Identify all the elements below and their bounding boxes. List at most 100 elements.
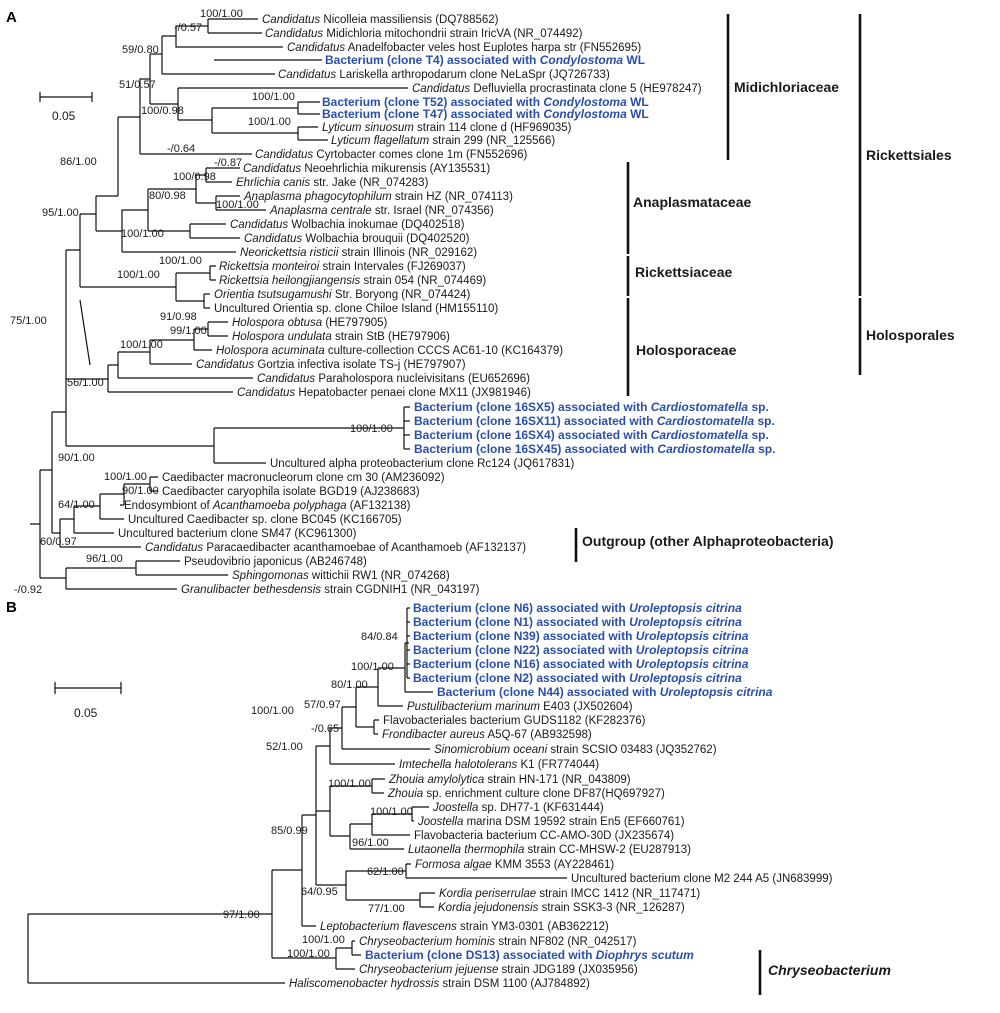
taxon-label-part: Hepatobacter penaei clone MX11 (JX981946… [295, 387, 531, 399]
highlighted-taxon-label: Bacterium (clone N22) associated with Ur… [413, 643, 749, 657]
taxon-label-part: strain SCSIO 03483 (JQ352762) [547, 744, 717, 756]
taxon-label: Holospora acuminata culture-collection C… [216, 345, 563, 357]
taxon-label-part: Candidatus [243, 163, 301, 175]
taxon-label-part: Bacterium (clone T52) associated with [322, 95, 543, 109]
support-value: 100/1.00 [287, 948, 330, 960]
taxon-label-part: Kordia periserrulae [439, 888, 536, 900]
taxon-label: Kordia periserrulae strain IMCC 1412 (NR… [439, 888, 700, 900]
taxon-label: Joostella marina DSM 19592 strain En5 (E… [417, 816, 685, 828]
scale-bar-a: 0.05 [39, 92, 93, 123]
taxon-label-part: Chryseobacterium jejuense [359, 964, 498, 976]
taxon-label-part: Pustulibacterium marinum [407, 701, 540, 713]
support-value: 100/1.00 [120, 339, 163, 351]
support-value: 59/0.80 [122, 44, 159, 56]
taxon-label-part: sp. enrichment culture clone DF87(HQ6979… [423, 788, 665, 800]
support-value: 91/0.98 [160, 311, 197, 323]
taxon-label: Rickettsia monteiroi strain Intervales (… [219, 261, 466, 273]
support-value: 64/1.00 [58, 499, 95, 511]
support-value: -/0.92 [14, 584, 42, 596]
taxon-label-part: Cardiostomatella [657, 442, 755, 456]
taxon-label: Candidatus Lariskella arthropodarum clon… [278, 69, 610, 81]
taxon-label: Holospora obtusa (HE797905) [232, 317, 388, 329]
taxon-label-part: Candidatus [244, 233, 302, 245]
taxon-label-part: Uncultured Orientia sp. clone Chiloe Isl… [214, 303, 498, 315]
support-value: 77/1.00 [368, 903, 405, 915]
taxon-label-part: sp. [754, 414, 775, 428]
taxon-label-part: Pseudovibrio japonicus (AB246748) [184, 556, 367, 568]
taxon-label-part: Wolbachia brouquii (DQ402520) [302, 233, 469, 245]
taxon-label-part: strain CC-MHSW-2 (EU287913) [524, 844, 691, 856]
taxon-label-part: Sphingomonas [232, 570, 309, 582]
taxon-label-part: A5Q-67 (AB932598) [485, 729, 592, 741]
taxon-label-part: sp. [755, 442, 776, 456]
taxon-label-part: Neoehrlichia mikurensis (AY135531) [301, 163, 490, 175]
taxon-label-part: Nicolleia massiliensis (DQ788562) [320, 14, 498, 26]
taxon-label: Zhouia amylolytica strain HN-171 (NR_043… [388, 774, 631, 786]
taxon-label-part: Bacterium (clone N44) associated with [437, 685, 660, 699]
support-value: 100/1.00 [350, 423, 393, 435]
highlighted-taxon-label: Bacterium (clone T52) associated with Co… [322, 95, 649, 109]
taxon-label: Pustulibacterium marinum E403 (JX502604) [407, 701, 633, 713]
support-value: 52/1.00 [266, 741, 303, 753]
taxon-label: Uncultured Orientia sp. clone Chiloe Isl… [214, 303, 498, 315]
highlighted-taxon-label: Bacterium (clone 16SX5) associated with … [414, 400, 769, 414]
support-value: 100/1.00 [104, 471, 147, 483]
taxon-label-part: Bacterium (clone N2) associated with [413, 671, 629, 685]
taxon-label: Uncultured alpha proteobacterium clone R… [270, 458, 574, 470]
taxon-label: Caedibacter caryophila isolate BGD19 (AJ… [162, 486, 420, 498]
support-value: -/0.64 [167, 143, 195, 155]
highlighted-taxon-label: Bacterium (clone N1) associated with Uro… [413, 615, 742, 629]
support-value: 86/1.00 [60, 156, 97, 168]
highlighted-taxon-label: Bacterium (clone T47) associated with Co… [322, 107, 649, 121]
taxon-label-part: Uncultured alpha proteobacterium clone R… [270, 458, 574, 470]
taxon-label: Candidatus Hepatobacter penaei clone MX1… [237, 387, 531, 399]
group-bars [574, 14, 862, 995]
clade-label: Midichloriaceae [734, 79, 839, 95]
taxon-label-part: Uncultured bacterium clone SM47 (KC96130… [118, 528, 357, 540]
taxon-label-part: Cyrtobacter comes clone 1m (FN552696) [313, 149, 527, 161]
support-value: 57/0.97 [304, 699, 341, 711]
support-value: 80/1.00 [331, 679, 368, 691]
taxon-label-part: Candidatus [278, 69, 336, 81]
taxon-label-part: Condylostoma [543, 95, 627, 109]
support-value: 100/1.00 [216, 199, 259, 211]
support-value: 100/0.98 [141, 105, 184, 117]
taxon-label: Zhouia sp. enrichment culture clone DF87… [387, 788, 665, 800]
tree-b-branches [27, 607, 567, 984]
support-value: 90/1.00 [58, 452, 95, 464]
taxon-label-part: strain 114 clone d (HF969035) [414, 122, 572, 134]
taxon-label-part: Zhouia amylolytica [388, 774, 484, 786]
taxon-label-part: Imtechella halotolerans [399, 759, 518, 771]
highlighted-taxon-label: Bacterium (clone DS13) associated with D… [365, 948, 694, 962]
taxon-label-part: Candidatus [196, 359, 254, 371]
taxon-label-part: Paracaedibacter acanthamoebae of Acantha… [203, 542, 526, 554]
taxon-label: Holospora undulata strain StB (HE797906) [232, 331, 450, 343]
taxon-label-part: Formosa algae [415, 859, 492, 871]
taxon-label: Anaplasma phagocytophilum strain HZ (NR_… [243, 191, 513, 203]
taxon-label: Candidatus Paraholospora nucleivisitans … [257, 373, 530, 385]
taxon-label-part: Haliscomenobacter hydrossis [289, 978, 439, 990]
taxon-label-part: Endosymbiont of [124, 500, 213, 512]
taxon-label: Caedibacter macronucleorum clone cm 30 (… [162, 472, 445, 484]
taxon-label-part: strain DSM 1100 (AJ784892) [439, 978, 590, 990]
support-value: 100/1.00 [117, 269, 160, 281]
taxon-label-part: Anaplasma centrale [269, 205, 372, 217]
support-value: 56/1.00 [67, 377, 104, 389]
taxon-label-part: Zhouia [387, 788, 423, 800]
taxon-label: Candidatus Defluviella procrastinata clo… [412, 83, 702, 95]
taxon-label-part: Sinomicrobium oceani [434, 744, 548, 756]
taxon-label: Anaplasma centrale str. Israel (NR_07435… [269, 205, 494, 217]
taxon-label: Joostella sp. DH77-1 (KF631444) [432, 802, 604, 814]
taxon-label: Leptobacterium flavescens strain YM3-030… [320, 921, 609, 933]
support-value: -/0.65 [311, 723, 339, 735]
taxon-label-part: Bacterium (clone N22) associated with [413, 643, 636, 657]
taxon-label-part: wittichii RW1 (NR_074268) [309, 570, 450, 582]
taxon-label-part: strain HZ (NR_074113) [392, 191, 513, 203]
support-value: 95/1.00 [42, 207, 79, 219]
support-value: 75/1.00 [10, 315, 47, 327]
taxon-label: Uncultured Caedibacter sp. clone BC045 (… [128, 514, 402, 526]
taxon-label-part: E403 (JX502604) [540, 701, 633, 713]
taxon-label-part: strain 299 (NR_125566) [429, 135, 555, 147]
taxon-label-part: strain HN-171 (NR_043809) [484, 774, 631, 786]
highlighted-taxon-label: Bacterium (clone N44) associated with Ur… [437, 685, 773, 699]
